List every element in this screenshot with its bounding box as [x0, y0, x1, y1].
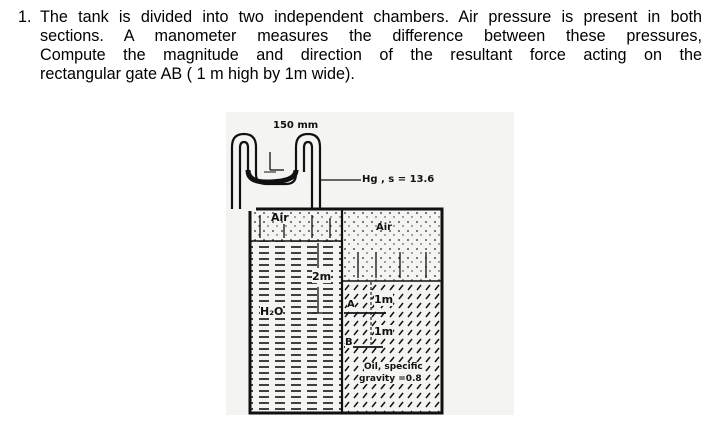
oil-depth-label: 1m: [374, 293, 394, 306]
left-air-label: Air: [271, 211, 289, 224]
right-air-label: Air: [376, 222, 393, 233]
water-label: H₂O: [260, 305, 284, 318]
problem-number: 1.: [18, 8, 32, 26]
problem-statement: 1. The tank is divided into two independ…: [18, 8, 702, 84]
problem-line-1: The tank is divided into two independent…: [40, 8, 702, 26]
tank-drawing: [230, 132, 444, 415]
manometer: [230, 132, 322, 186]
gate-point-a-label: A: [347, 299, 355, 310]
problem-line-3: Compute the magnitude and direction of t…: [40, 46, 702, 64]
manometer-label: 150 mm: [273, 120, 319, 131]
mercury-label: Hg , s = 13.6: [362, 174, 435, 185]
gate-point-b-label: B: [345, 337, 353, 348]
oil-label-line-2: gravity =0.8: [359, 374, 422, 384]
gate-height-label: 1m: [374, 325, 394, 338]
problem-line-4: rectangular gate AB ( 1 m high by 1m wid…: [40, 65, 355, 83]
tank-diagram: 150 mm Hg , s = 13.6 Air Air 2m H₂O A B …: [226, 112, 514, 415]
problem-text: The tank is divided into two independent…: [40, 8, 702, 84]
water-depth-label: 2m: [312, 270, 332, 283]
problem-line-2: sections. A manometer measures the diffe…: [40, 27, 702, 45]
oil-label-line-1: Oil, specific: [364, 362, 423, 372]
